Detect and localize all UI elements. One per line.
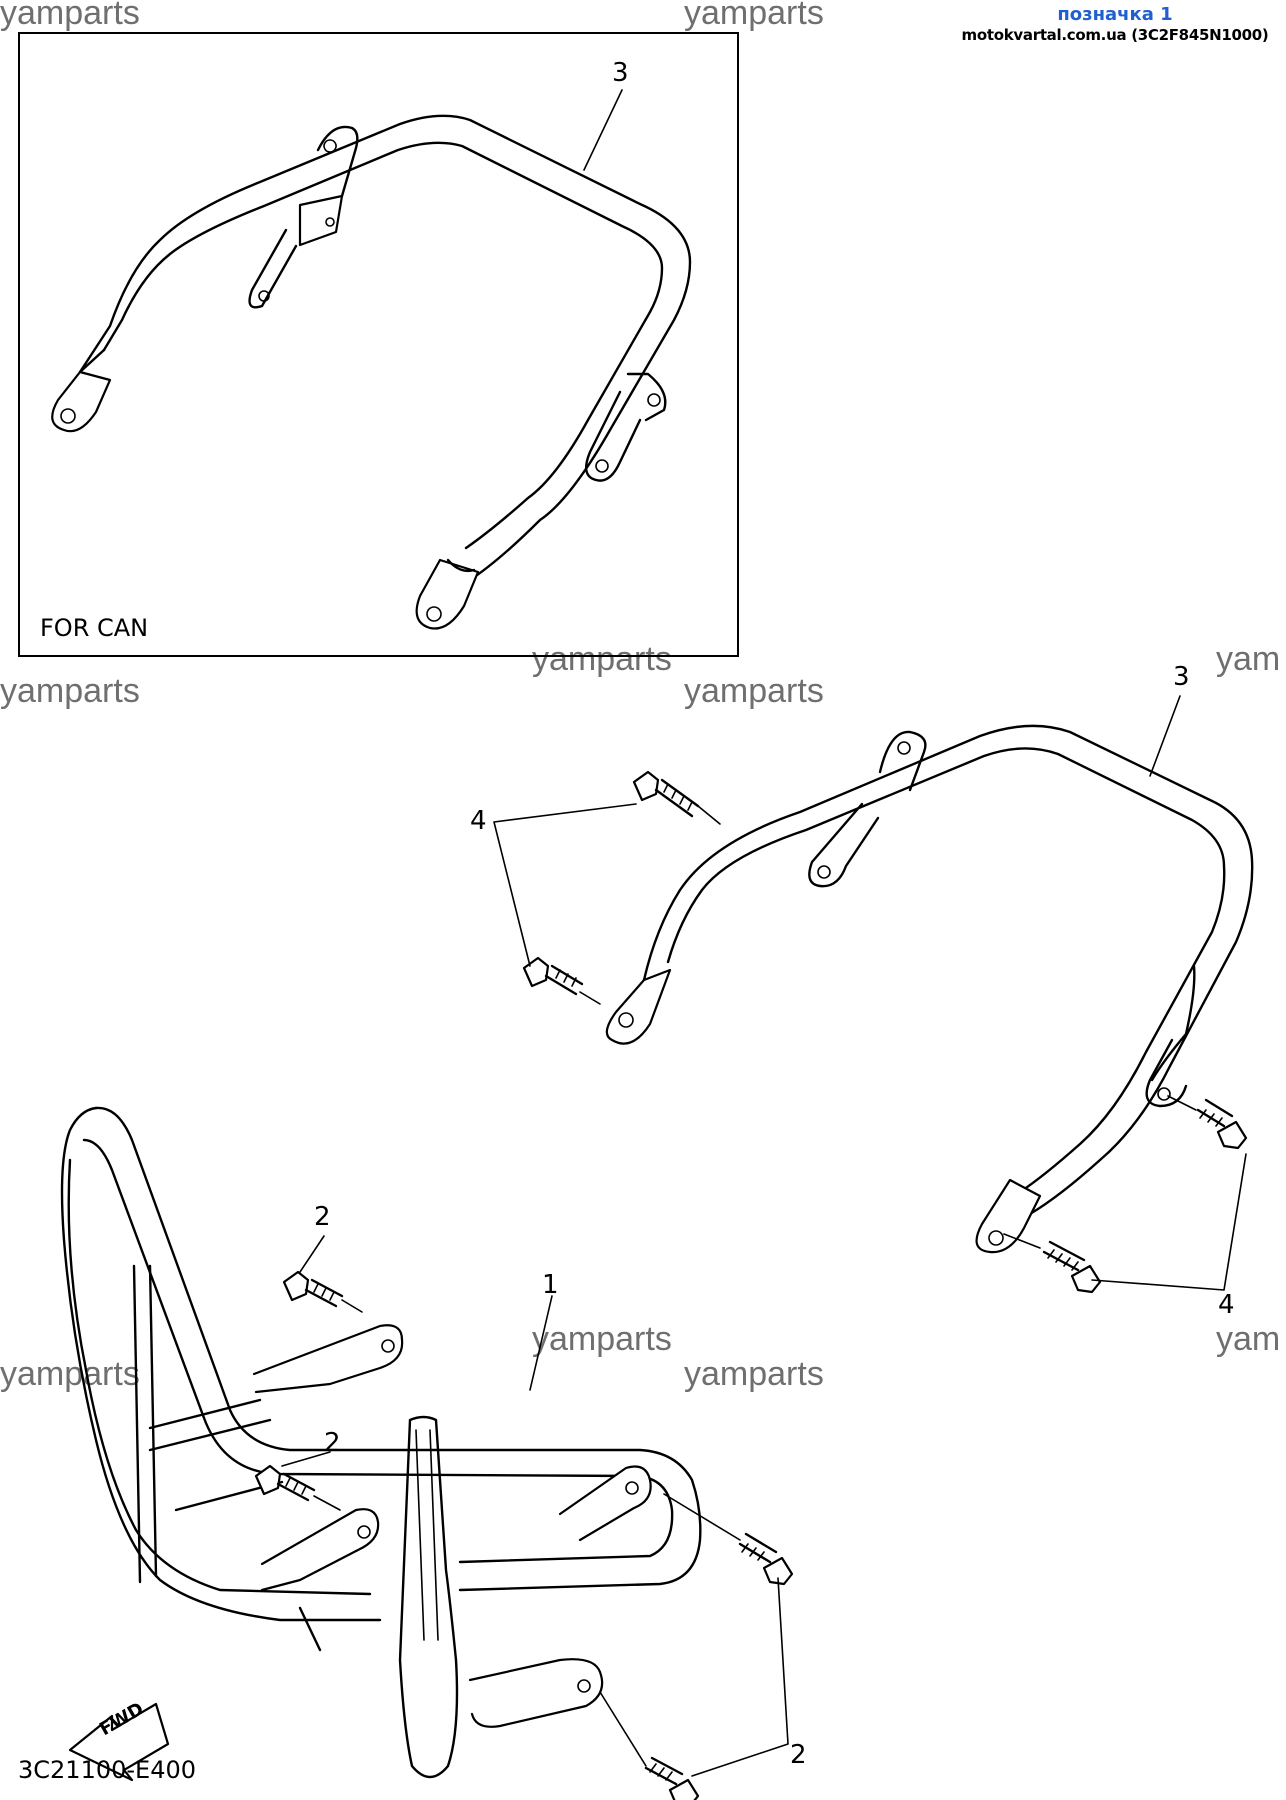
callout-3-inset: 3: [612, 58, 629, 88]
callout-2-mid: 2: [324, 1428, 341, 1458]
diagram-code: 3C21100-E400: [18, 1756, 197, 1784]
callout-2-top: 2: [314, 1202, 331, 1232]
watermark-partial: yam: [1216, 1320, 1281, 1358]
watermark: yamparts: [684, 672, 824, 710]
watermark: yamparts: [532, 1320, 672, 1358]
watermark-partial: yam: [1216, 640, 1281, 678]
header-source: motokvartal.com.ua (3C2F845N1000): [961, 26, 1269, 44]
callout-4-upper: 4: [470, 806, 487, 836]
callout-2-right: 2: [790, 1740, 807, 1770]
inset-frame: [18, 32, 739, 657]
callout-3: 3: [1173, 662, 1190, 692]
inset-caption: FOR CAN: [40, 614, 149, 642]
callout-1: 1: [542, 1270, 559, 1300]
watermark: yamparts: [0, 1355, 140, 1393]
watermark: yamparts: [684, 1355, 824, 1393]
watermark: yamparts: [684, 0, 824, 32]
watermark: yamparts: [0, 672, 140, 710]
header-label: позначка 1: [1057, 4, 1173, 25]
callout-4-lower: 4: [1218, 1290, 1235, 1320]
fwd-arrow: [68, 1702, 170, 1782]
rear-guard-can: [51, 89, 692, 630]
watermark: yamparts: [532, 640, 672, 678]
watermark: yamparts: [0, 0, 140, 32]
